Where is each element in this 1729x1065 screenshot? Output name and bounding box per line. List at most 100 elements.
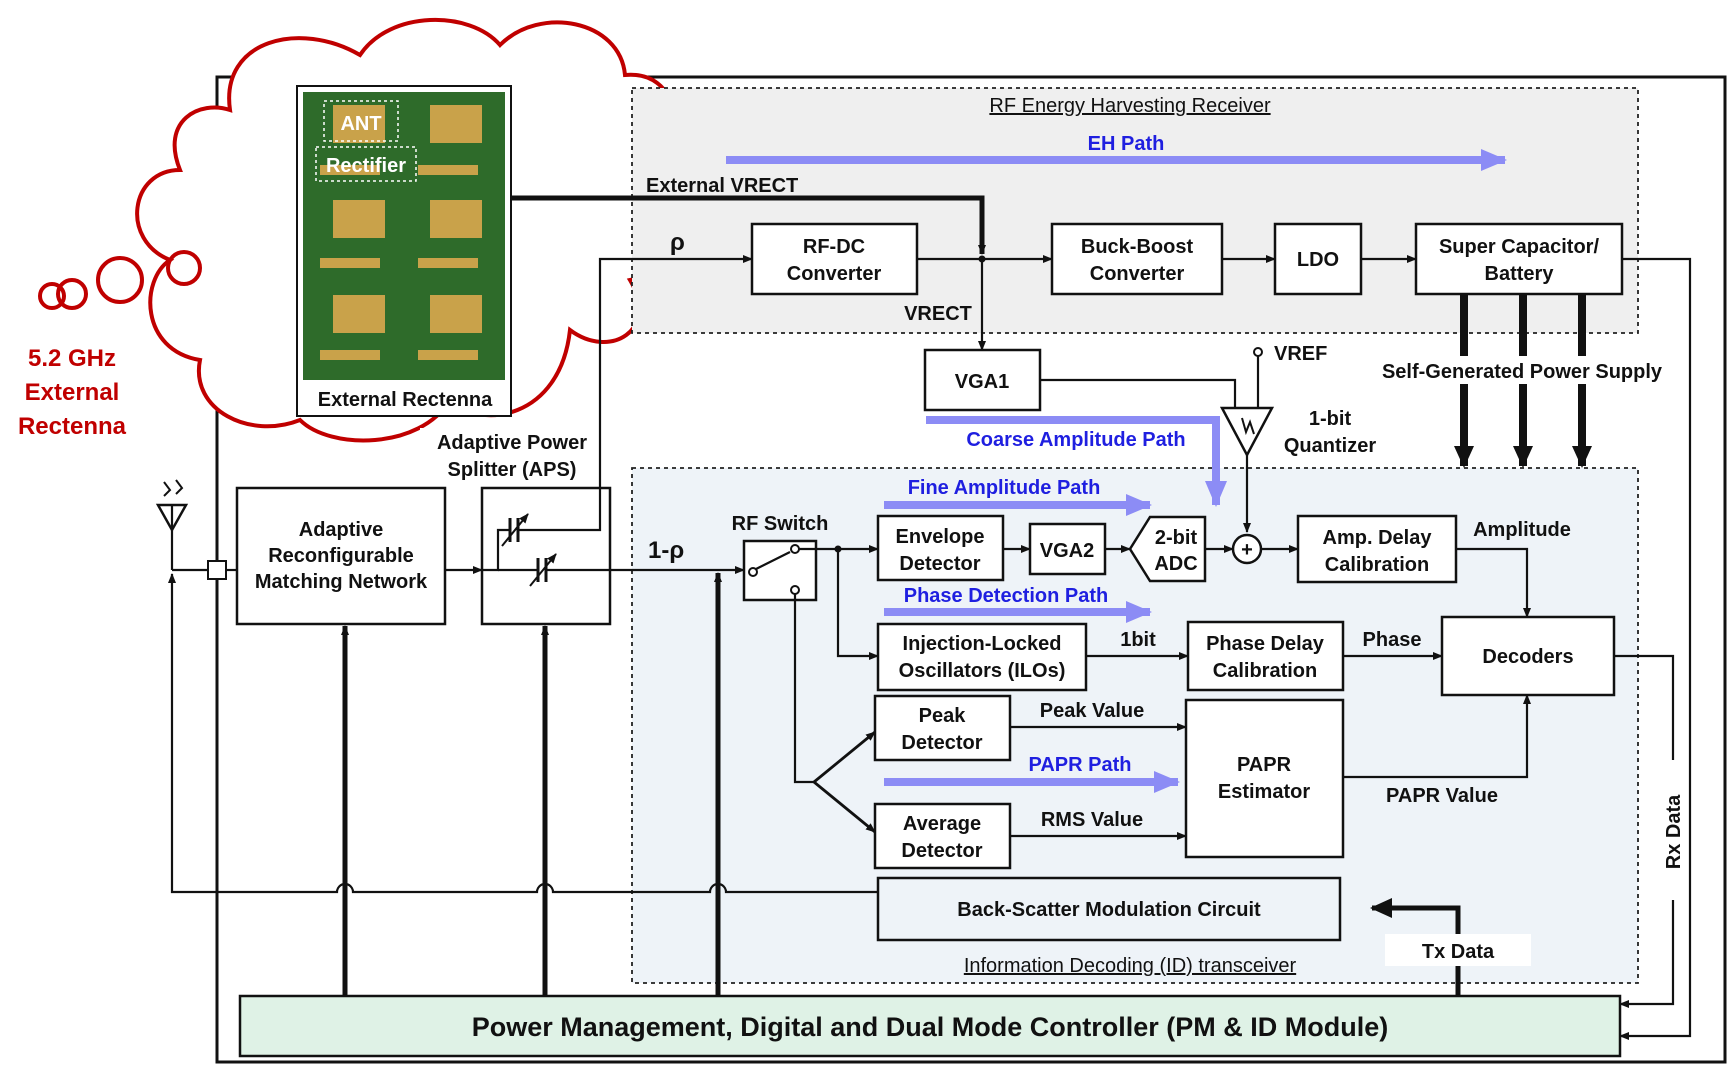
buck-boost-converter-block (1050, 222, 1224, 296)
rectifier-label: Rectifier (326, 155, 406, 177)
aps-label-bg (420, 428, 600, 484)
eh-region-title: RF Energy Harvesting Receiver (989, 95, 1271, 117)
backscatter-modulation-block (876, 876, 1342, 942)
adaptive-power-splitter-block (480, 486, 612, 626)
ldo-label: LDO (1297, 249, 1339, 271)
ilo-label-1: Injection-Locked (903, 633, 1062, 655)
peak-value-label: Peak Value (1040, 700, 1145, 722)
phase-label: Phase (1363, 629, 1422, 651)
amplitude-label: Amplitude (1473, 519, 1571, 541)
backscatter-label: Back-Scatter Modulation Circuit (957, 899, 1261, 921)
envelope-label-2: Detector (899, 553, 980, 575)
supercap-label-1: Super Capacitor/ (1439, 236, 1599, 258)
vga2-label: VGA2 (1040, 540, 1094, 562)
external-vrect-label: External VRECT (646, 175, 798, 197)
freq-label-line2: External (25, 379, 120, 406)
buckboost-label-2: Converter (1090, 263, 1185, 285)
pm-id-module-block (238, 994, 1622, 1058)
papr-path-label: PAPR Path (1029, 754, 1132, 776)
rectifier-highlight (315, 146, 417, 182)
freq-label-line3: Rectenna (18, 413, 127, 440)
tx-data-label-bg (1385, 934, 1531, 966)
rho-label: ρ (670, 229, 685, 256)
aps-label-1: Adaptive Power (437, 432, 587, 454)
quantizer-label-1: 1-bit (1309, 408, 1352, 430)
injection-locked-oscillators-block (876, 622, 1088, 692)
papr-label-2: Estimator (1218, 781, 1310, 803)
self-gen-supply-label: Self-Generated Power Supply (1382, 361, 1663, 383)
envelope-label-1: Envelope (896, 526, 985, 548)
ilo-label-2: Oscillators (ILOs) (899, 660, 1066, 682)
switch-blade (755, 551, 791, 570)
quantizer-label-2: Quantizer (1284, 435, 1376, 457)
switch-to-splitter-wire (793, 594, 814, 784)
amp-delay-calibration-block (1296, 514, 1458, 584)
coarse-path-label: Coarse Amplitude Path (966, 429, 1185, 451)
aps-label-2: Splitter (APS) (448, 459, 577, 481)
adc-label-1: 2-bit (1155, 527, 1198, 549)
vga1-to-quantizer-wire (1040, 378, 1237, 408)
vref-node (1253, 347, 1263, 357)
antenna-icon (155, 479, 189, 570)
phase-path-label: Phase Detection Path (904, 585, 1109, 607)
vga2-block (1028, 522, 1107, 576)
switch-out2-node (790, 585, 800, 595)
phase-delay-calibration-block (1186, 620, 1345, 692)
eh-path-label: EH Path (1088, 133, 1165, 155)
one-minus-rho-label: 1-ρ (648, 537, 684, 564)
adder-plus: + (1241, 539, 1253, 561)
adc-label-2: ADC (1154, 553, 1197, 575)
envelope-detector-block (876, 514, 1005, 582)
papr-estimator-block (1184, 698, 1345, 859)
adaptive-matching-network-block (235, 486, 447, 626)
rf-connector-icon (207, 560, 227, 580)
freq-label-line1: 5.2 GHz (28, 345, 116, 372)
pcb-antenna-patches (320, 105, 482, 360)
supercap-to-pm-wire (1619, 257, 1692, 1040)
comparator-hysteresis-icon (1241, 417, 1255, 436)
cloud-bubble (96, 256, 144, 304)
splitter-to-average-wire (813, 780, 876, 834)
external-vrect-line (511, 195, 986, 255)
rf-switch-label: RF Switch (732, 513, 829, 535)
buckboost-label-1: Buck-Boost (1081, 236, 1194, 258)
vga1-label: VGA1 (955, 371, 1009, 393)
tx-data-label: Tx Data (1422, 941, 1495, 963)
vref-label: VREF (1274, 343, 1327, 365)
cloud-bubble (166, 250, 202, 286)
rfdc-label-1: RF-DC (803, 236, 865, 258)
ant-label: ANT (340, 113, 381, 135)
switch-out1-node (790, 544, 800, 554)
vrect-label: VRECT (904, 303, 972, 325)
onebit-label: 1bit (1120, 629, 1156, 651)
ampdelay-label-2: Calibration (1325, 554, 1429, 576)
pm-module-label: Power Management, Digital and Dual Mode … (472, 1012, 1389, 1042)
amn-label-1: Adaptive (299, 519, 383, 541)
ldo-block (1273, 222, 1363, 296)
super-capacitor-battery-block (1414, 222, 1624, 296)
ampdelay-label-1: Amp. Delay (1323, 527, 1433, 549)
aps-rho-to-rfdc-wire (598, 255, 753, 512)
amn-label-2: Reconfigurable (268, 545, 414, 567)
peak-label-2: Detector (901, 732, 982, 754)
papr-to-decoders-wire (1343, 694, 1531, 779)
ampdelay-to-decoders-wire (1456, 547, 1531, 618)
phasedelay-label-2: Calibration (1213, 660, 1317, 682)
amn-label-3: Matching Network (255, 571, 428, 593)
average-label-2: Detector (901, 840, 982, 862)
rx-data-label: Rx Data (1663, 794, 1685, 869)
eh-receiver-region (631, 87, 1639, 334)
coarse-amplitude-path-arrow (926, 416, 1227, 507)
ant-highlight (323, 100, 399, 142)
cloud-bubble (38, 282, 66, 310)
switch-to-ilo-wire (836, 549, 879, 660)
decoders-label: Decoders (1482, 646, 1573, 668)
tx-data-wire (1370, 898, 1461, 1000)
peak-label-1: Peak (919, 705, 967, 727)
papr-label-1: PAPR (1237, 754, 1292, 776)
cloud-bubble (56, 278, 88, 310)
phasedelay-label-1: Phase Delay (1206, 633, 1325, 655)
self-gen-label-bg (1362, 356, 1680, 384)
